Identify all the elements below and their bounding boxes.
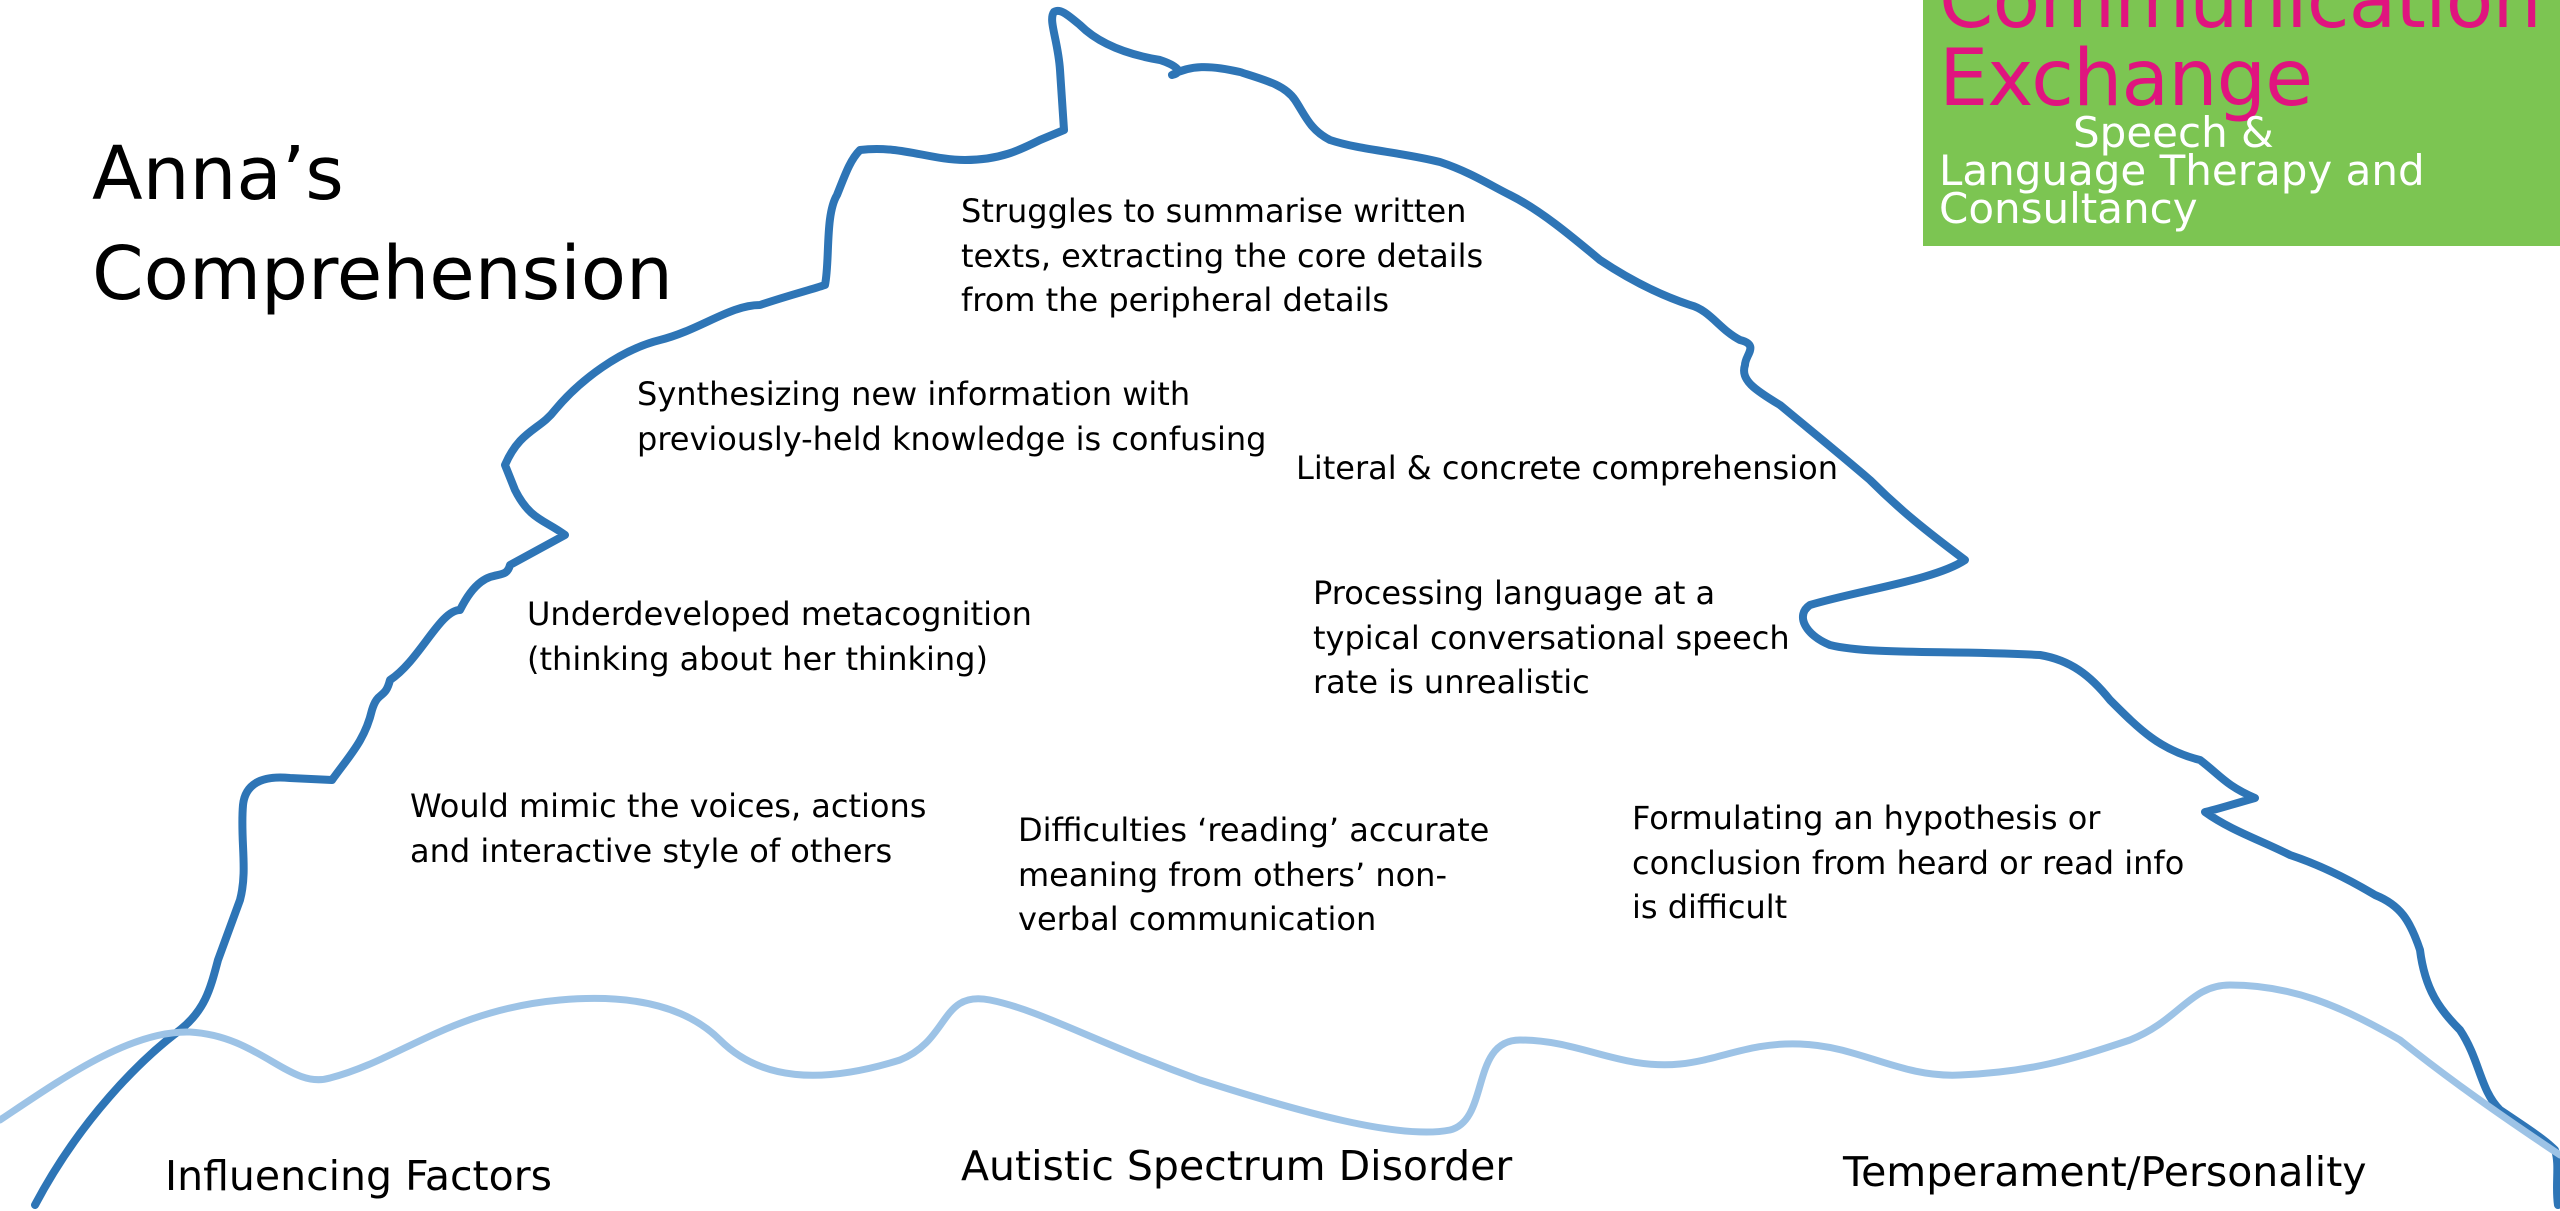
note-processing: Processing language at a typical convers…: [1313, 574, 1790, 701]
title-line-2: Comprehension: [92, 231, 673, 317]
logo-tagline-2: Language Therapy and: [1939, 146, 2425, 195]
title-line-1: Anna’s: [92, 131, 344, 217]
logo-brand-line-1: Communication: [1939, 0, 2542, 46]
logo-tagline-3: Consultancy: [1939, 184, 2198, 233]
waterline: [0, 981, 2560, 1159]
label-influencing-factors: Influencing Factors: [165, 1152, 552, 1200]
logo-tagline-1: Speech &: [2073, 108, 2274, 157]
note-hypothesis: Formulating an hypothesis or conclusion …: [1632, 799, 2185, 926]
iceberg-outline: [31, 6, 2560, 1209]
note-mimic: Would mimic the voices, actions and inte…: [410, 787, 927, 870]
note-summarise: Struggles to summarise written texts, ex…: [961, 192, 1484, 319]
note-metacognition: Underdeveloped metacognition (thinking a…: [527, 595, 1032, 678]
label-autistic-spectrum-disorder: Autistic Spectrum Disorder: [961, 1142, 1513, 1190]
logo-brand-line-2: Exchange: [1939, 34, 2313, 124]
label-temperament-personality: Temperament/Personality: [1843, 1148, 2367, 1196]
note-literal: Literal & concrete comprehension: [1296, 449, 1838, 487]
brand-logo: Communication Exchange Speech & Language…: [1923, 0, 2560, 246]
note-synthesizing: Synthesizing new information with previo…: [637, 375, 1267, 458]
page-title: Anna’s Comprehension: [92, 124, 673, 324]
note-nonverbal: Difficulties ‘reading’ accurate meaning …: [1018, 811, 1490, 938]
